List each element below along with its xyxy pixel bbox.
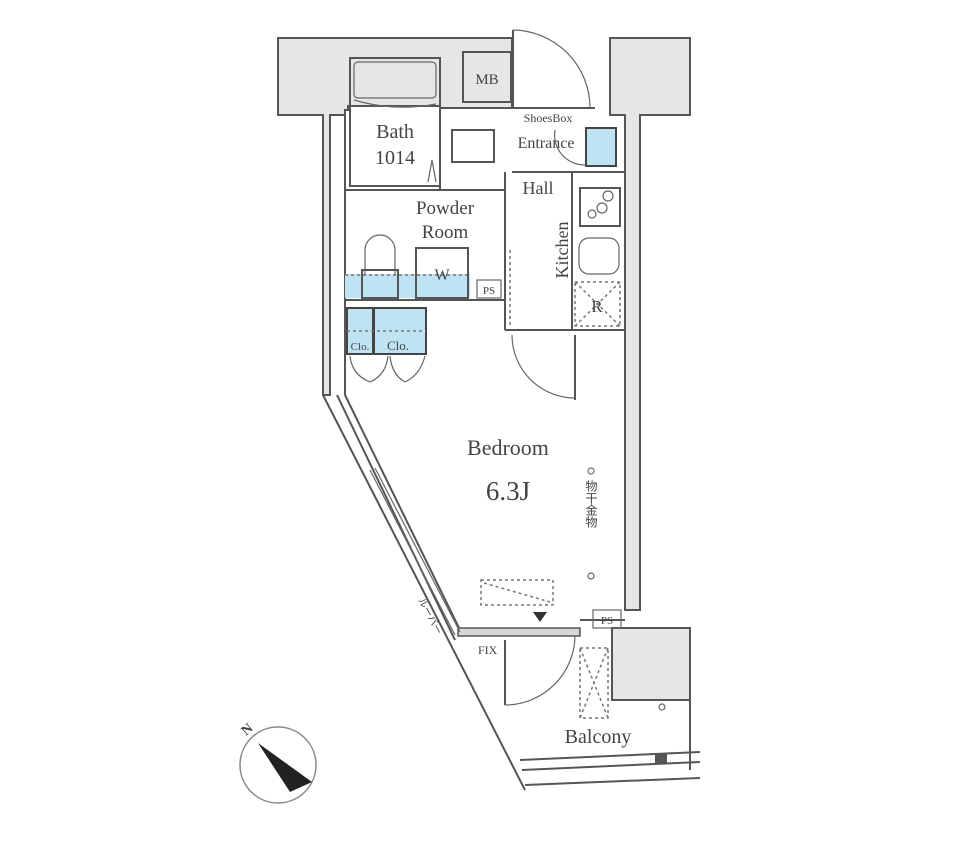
aircon-direction-icon: [533, 612, 547, 622]
ps-lower-box: [592, 609, 622, 629]
hall-label: Hall: [523, 178, 554, 198]
door-swing-arc: [512, 29, 591, 109]
entrance-door[interactable]: [512, 29, 591, 109]
powder-room-label-line1: Powder: [416, 198, 475, 219]
mb-label: MB: [475, 72, 498, 88]
wall-top-right: [609, 37, 691, 611]
washer-label: W: [434, 267, 450, 284]
refrigerator-label: R: [591, 297, 603, 316]
drying-hardware-label: 物干金物: [584, 480, 598, 528]
bedroom: Bedroom 6.3J 物干金物 PS: [467, 435, 622, 629]
aircon-unit: [480, 579, 554, 606]
powder-room: Powder Room W PS: [345, 198, 502, 299]
ps-lower-label: PS: [601, 615, 613, 627]
entrance-cabinet: [585, 127, 617, 167]
fix-label: FIX: [478, 643, 498, 657]
bath: Bath 1014: [349, 57, 441, 187]
hall-kitchen: Hall Kitchen R: [509, 178, 621, 327]
entrance: ShoesBox Entrance: [518, 111, 617, 167]
balcony-label: Balcony: [565, 726, 632, 748]
closet-right: [373, 307, 427, 355]
refrigerator-space: [574, 281, 621, 327]
door-swing-arc: [511, 334, 576, 399]
balcony-fixture: [658, 703, 666, 711]
outdoor-unit-space: [579, 647, 609, 719]
louver-label: ルーバー: [415, 596, 444, 637]
kitchen-sink-icon: [578, 237, 620, 275]
washer-space: [415, 247, 469, 299]
vanity-sink: [451, 129, 495, 163]
mb: MB: [462, 51, 512, 103]
compass: N: [239, 721, 317, 804]
powder-room-label-line2: Room: [422, 222, 469, 243]
bedroom-size: 6.3J: [486, 476, 530, 506]
balcony-drain: [655, 753, 667, 763]
stove-icon: [579, 187, 621, 227]
shoes-box-label: ShoesBox: [524, 111, 573, 125]
closet-right-label: Clo.: [387, 338, 409, 353]
balcony-door[interactable]: [504, 635, 576, 706]
bedroom-door[interactable]: [511, 334, 576, 400]
toilet-icon: [364, 234, 396, 275]
bathtub: [353, 61, 437, 99]
door-swing-arc: [504, 635, 576, 706]
bedroom-label: Bedroom: [467, 435, 549, 460]
structural-walls: [277, 37, 691, 701]
bath-label: Bath: [376, 121, 414, 143]
fix-window-frame: [457, 627, 581, 637]
bath-size: 1014: [375, 147, 415, 169]
ps-upper-box: [476, 279, 502, 299]
bath-door-hinge-icon: [427, 159, 437, 183]
compass-ring: [239, 726, 317, 804]
closet-left-label: Clo.: [351, 341, 370, 353]
closets: Clo. Clo.: [346, 307, 427, 383]
wall-pillar-bottom-right: [611, 627, 691, 701]
ps-upper-label: PS: [483, 285, 495, 297]
wet-area: [345, 274, 470, 298]
interior-lines: [322, 107, 701, 791]
kitchen-label: Kitchen: [552, 222, 572, 279]
north-arrow-icon: [258, 743, 312, 792]
entrance-label: Entrance: [518, 135, 575, 152]
